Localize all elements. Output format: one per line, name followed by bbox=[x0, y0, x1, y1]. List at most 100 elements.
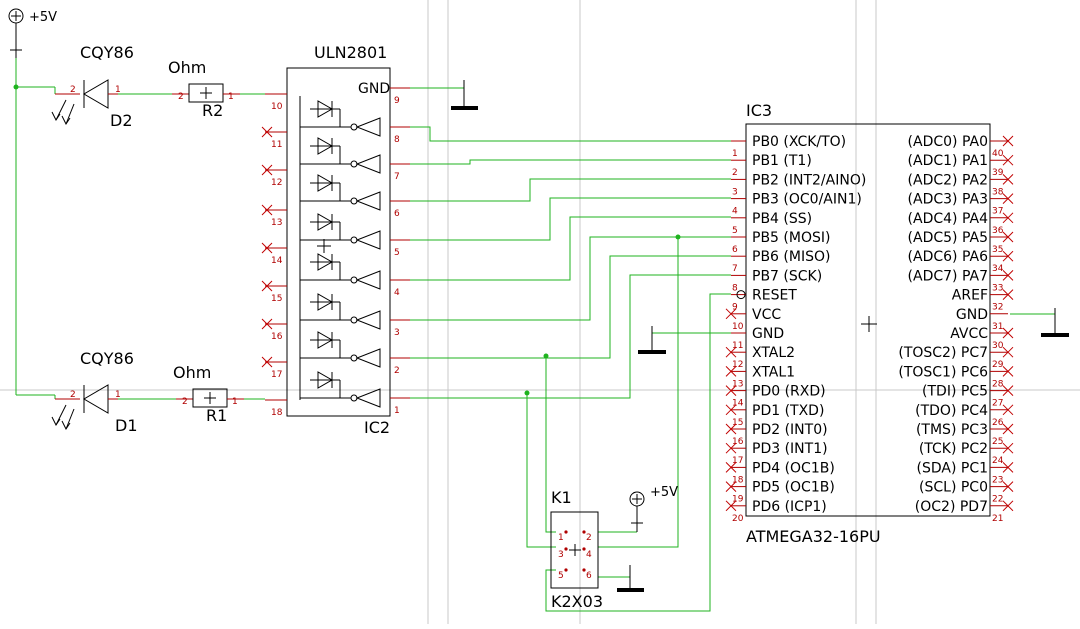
pin-name: (ADC5) PA5 bbox=[908, 230, 988, 246]
pin-name: PB7 (SCK) bbox=[752, 268, 822, 284]
mcu-ic3-pin-40: 40(ADC0) PA0 bbox=[908, 134, 1014, 159]
pin-number: 11 bbox=[732, 341, 743, 351]
driver-ic2-internals bbox=[299, 96, 381, 408]
pin-number: 15 bbox=[732, 418, 743, 428]
driver-ic2-pin-6: 6 bbox=[390, 200, 410, 219]
pin-number: 12 bbox=[732, 360, 743, 370]
pin-name: (OC2) PD7 bbox=[915, 499, 988, 515]
pin-number: 7 bbox=[394, 172, 400, 182]
supply-label-top: +5V bbox=[29, 10, 57, 25]
pin-number: 23 bbox=[992, 475, 1003, 485]
mcu-ic3-pin-22: 22(SCL) PC0 bbox=[919, 480, 1014, 505]
pin-name: (SCL) PC0 bbox=[919, 480, 988, 496]
driver-ic2-pin-9: 9 bbox=[390, 87, 410, 106]
driver-ic2-pin-17: 17 bbox=[261, 356, 287, 380]
mcu-ic3-pin-33: 33 (ADC7) PA7 bbox=[908, 268, 1014, 293]
ground-symbol bbox=[451, 80, 478, 110]
pin-number: 1 bbox=[394, 406, 400, 416]
diode-d1-pin-a: 2 bbox=[70, 390, 76, 400]
mcu-ic3-pin-11: 11 GND bbox=[731, 326, 784, 351]
mcu-ic3-pin-29: 29(TOSC2) PC7 bbox=[898, 345, 1014, 370]
resistor-r2-pin-b: 1 bbox=[228, 92, 234, 102]
pin-name: GND bbox=[752, 326, 784, 342]
pin-number: 3 bbox=[732, 187, 738, 197]
mcu-ic3-ref: IC3 bbox=[746, 101, 772, 120]
supply-5v-k1: +5V bbox=[629, 485, 678, 532]
driver-ic2-ref: IC2 bbox=[364, 418, 390, 437]
pin-number: 30 bbox=[992, 341, 1004, 351]
pin-number: 20 bbox=[732, 514, 744, 524]
driver-channel bbox=[300, 174, 381, 211]
resistor-r1-value: Ohm bbox=[173, 363, 211, 382]
pin-name: XTAL2 bbox=[752, 345, 795, 361]
pin-name: (ADC0) PA0 bbox=[908, 134, 988, 150]
connector-k1-pin-4: 4 bbox=[582, 547, 592, 560]
pin-number: 33 bbox=[992, 283, 1003, 293]
driver-ic2-pin-2: 2 bbox=[390, 357, 410, 376]
pin-name: VCC bbox=[752, 307, 781, 323]
pin-number: 10 bbox=[271, 102, 283, 112]
mcu-ic3-pin-35: 35(ADC5) PA5 bbox=[908, 230, 1014, 255]
pin-name: PD4 (OC1B) bbox=[752, 460, 835, 476]
driver-ic2-value: ULN2801 bbox=[314, 43, 387, 62]
pin-name: (ADC1) PA1 bbox=[908, 153, 988, 169]
diode-d1-pin-k: 1 bbox=[115, 390, 121, 400]
ground-symbol bbox=[1041, 308, 1069, 337]
pin-name: (ADC7) PA7 bbox=[908, 268, 988, 284]
driver-ic2-pin-14: 14 bbox=[261, 242, 287, 266]
driver-channel bbox=[300, 213, 381, 250]
pin-name: (TOSC2) PC7 bbox=[898, 345, 988, 361]
pin-number: 11 bbox=[271, 140, 282, 150]
driver-ic2-pin-3: 3 bbox=[390, 319, 410, 338]
pin-number: 36 bbox=[992, 226, 1004, 236]
pin-name: PB0 (XCK/TO) bbox=[752, 134, 846, 150]
pin-number: 17 bbox=[271, 370, 282, 380]
pin-number: 9 bbox=[394, 96, 400, 106]
pin-number: 16 bbox=[732, 437, 744, 447]
pin-name: (ADC4) PA4 bbox=[908, 211, 989, 227]
pin-number: 1 bbox=[732, 149, 738, 159]
pin-name: (ADC2) PA2 bbox=[908, 172, 988, 188]
pin-number: 4 bbox=[394, 288, 400, 298]
diode-d2-ref: D2 bbox=[110, 111, 133, 130]
pin-number: 24 bbox=[992, 456, 1004, 466]
pin-name: PB1 (T1) bbox=[752, 153, 812, 169]
driver-channel bbox=[300, 137, 381, 174]
resistor-r1: Ohm 2 1 R1 bbox=[173, 363, 244, 425]
pin-name: XTAL1 bbox=[752, 364, 795, 380]
pin-number: 6 bbox=[586, 571, 592, 581]
pin-number: 6 bbox=[732, 245, 738, 255]
driver-ic2-pin-11: 11 bbox=[261, 126, 287, 150]
driver-channel bbox=[300, 371, 381, 408]
driver-ic2-pin-5: 5 bbox=[390, 239, 410, 258]
mcu-ic3-pin-21: 21(OC2) PD7 bbox=[915, 499, 1014, 524]
driver-ic2-pin-1: 1 bbox=[390, 397, 410, 416]
pin-number: 5 bbox=[394, 248, 400, 258]
resistor-r1-ref: R1 bbox=[206, 406, 227, 425]
driver-ic2-pin-15: 15 bbox=[261, 280, 287, 304]
resistor-r2: Ohm 2 1 R2 bbox=[168, 58, 240, 120]
ground-symbol bbox=[617, 565, 644, 592]
mcu-ic3-pin-25: 25(TMS) PC3 bbox=[916, 422, 1014, 447]
pin-number: 14 bbox=[271, 256, 283, 266]
mcu-ic3-pin-6: 6 PB5 (MOSI) bbox=[731, 230, 830, 255]
pin-number: 39 bbox=[992, 168, 1004, 178]
pin-number: 34 bbox=[992, 264, 1004, 274]
pin-name: PB5 (MOSI) bbox=[752, 230, 830, 246]
pin-number: 7 bbox=[732, 264, 738, 274]
